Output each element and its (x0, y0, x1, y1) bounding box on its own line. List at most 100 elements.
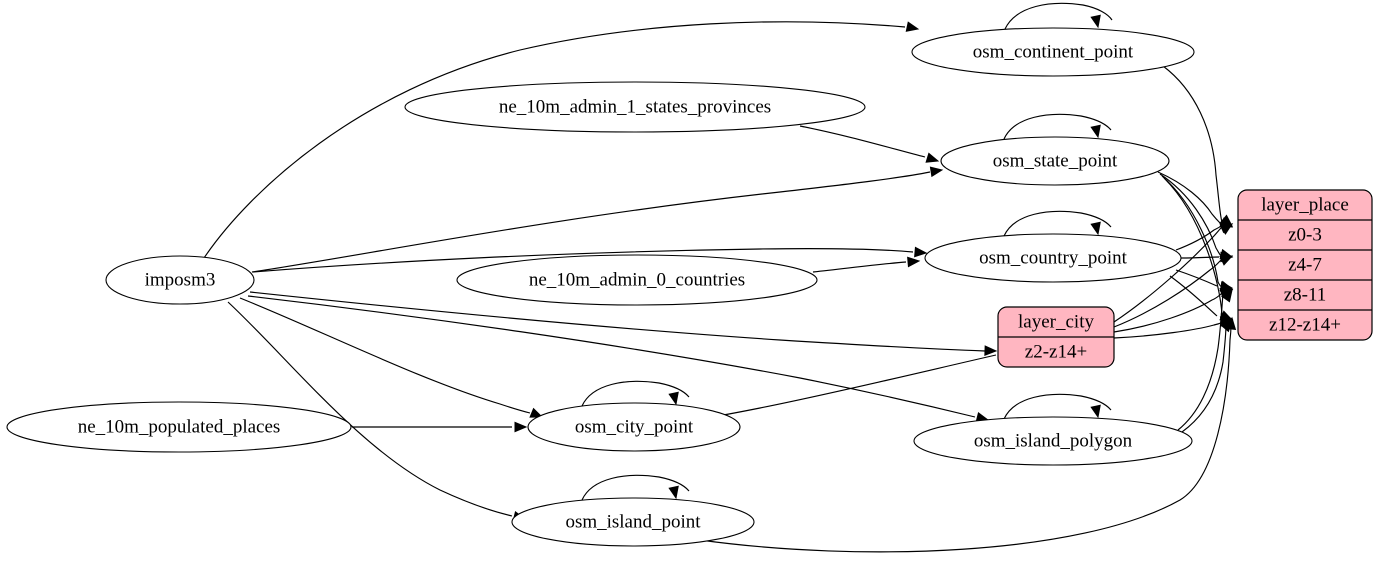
edge-path (1175, 269, 1218, 287)
arrowhead-icon (668, 485, 679, 500)
ellipse-nodes-group: imposm3 ne_10m_populated_places ne_10m_adm… (6, 27, 1195, 547)
edge-path (699, 323, 1232, 553)
record-row-layer_place-0[interactable] (1238, 190, 1372, 220)
record-background (1237, 189, 1373, 341)
node-osm_continent_point[interactable]: osm_continent_point (911, 27, 1195, 77)
edge-path (1113, 321, 1224, 339)
record-row-layer_city-1[interactable] (998, 337, 1114, 367)
edge-osm_state_point-to-layer_place_z8_11 (1161, 175, 1234, 292)
self-loop-osm_city_point (581, 380, 690, 407)
node-osm_island_polygon[interactable]: osm_island_polygon (913, 416, 1193, 466)
edge-osm_continent_point-to-layer_place_z0_3 (1162, 65, 1233, 227)
arrowhead-icon (1219, 255, 1234, 266)
arrowhead-icon (1225, 316, 1237, 330)
node-imposm3[interactable]: imposm3 (105, 255, 255, 305)
arrowhead-icon (1219, 223, 1234, 235)
node-shape[interactable] (456, 254, 818, 306)
edge-path (1113, 259, 1222, 328)
self-loop-path (581, 474, 690, 501)
edge-ne_10m_admin_0_countries-to-osm_country_point (812, 256, 921, 273)
edge-path (1113, 227, 1222, 323)
edge-path (1113, 292, 1223, 333)
edge-path (1159, 173, 1222, 257)
node-shape[interactable] (511, 497, 755, 547)
edge-path (1157, 171, 1222, 225)
edge-imposm3-to-osm_continent_point (203, 21, 920, 259)
edge-imposm3-to-osm_state_point (251, 166, 944, 273)
node-ne_10m_populated_places[interactable]: ne_10m_populated_places (6, 401, 352, 453)
edge-layer_city-to-layer_place_z0_3 (1113, 223, 1234, 323)
arrowhead-icon (1090, 124, 1101, 139)
edge-path (799, 125, 926, 158)
edges-group (203, 21, 1237, 553)
arrowhead-icon (668, 391, 679, 406)
edge-imposm3-to-layer_city (249, 291, 998, 356)
record-row-layer_place-1[interactable] (1238, 220, 1372, 250)
arrowhead-icon (1090, 404, 1101, 419)
edge-path (1180, 256, 1220, 259)
edge-path (812, 261, 907, 273)
self-loop-path (581, 380, 690, 407)
arrowhead-icon (1221, 288, 1233, 303)
edge-path (1181, 323, 1227, 433)
self-loop-osm_continent_point (1004, 2, 1113, 30)
self-loop-path (1003, 210, 1112, 237)
node-ne_10m_admin_0_countries[interactable]: ne_10m_admin_0_countries (456, 254, 818, 306)
arrowhead-icon (514, 421, 528, 433)
self-loop-osm_island_polygon (1003, 393, 1112, 420)
self-loop-osm_island_point (581, 474, 690, 501)
arrowhead-icon (905, 21, 920, 32)
edge-path (1169, 275, 1218, 317)
edge-path (227, 301, 513, 517)
record-row-layer_place-2[interactable] (1238, 250, 1372, 280)
node-osm_island_point[interactable]: osm_island_point (511, 497, 755, 547)
edge-ne_10m_admin_1_states_provinces-to-osm_state_point (799, 125, 940, 163)
node-shape[interactable] (527, 402, 741, 452)
self-loop-path (1004, 2, 1113, 30)
edge-imposm3-to-osm_country_point (252, 246, 928, 273)
arrowhead-icon (929, 166, 944, 178)
node-shape[interactable] (6, 401, 352, 453)
self-loops-group (581, 2, 1113, 501)
self-loop-osm_state_point (1003, 113, 1112, 140)
arrowhead-icon (925, 152, 940, 163)
self-loop-path (1003, 113, 1112, 140)
edge-osm_island_point-to-layer_place_z12_z14 (699, 316, 1237, 553)
node-shape[interactable] (940, 136, 1170, 186)
node-shape[interactable] (105, 255, 255, 305)
edge-osm_island_polygon-to-layer_place_z8_11 (1177, 288, 1233, 431)
node-shape[interactable] (924, 233, 1182, 283)
self-loop-osm_country_point (1003, 210, 1112, 237)
node-shape[interactable] (404, 81, 866, 133)
record-row-layer_place-4[interactable] (1238, 310, 1372, 340)
edge-path (1175, 225, 1222, 251)
record-row-layer_place-3[interactable] (1238, 280, 1372, 310)
edge-ne_10m_populated_places-to-osm_city_point (352, 421, 528, 433)
arrowhead-icon (1090, 14, 1101, 29)
node-shape[interactable] (913, 416, 1193, 466)
node-ne_10m_admin_1_states_provinces[interactable]: ne_10m_admin_1_states_provinces (404, 81, 866, 133)
arrowhead-icon (1090, 221, 1101, 236)
node-osm_city_point[interactable]: osm_city_point (527, 402, 741, 452)
node-shape[interactable] (911, 27, 1195, 77)
arrowhead-icon (914, 246, 928, 258)
node-osm_country_point[interactable]: osm_country_point (924, 233, 1182, 283)
arrowhead-icon (984, 345, 998, 356)
edge-path (1162, 65, 1223, 223)
edge-path (251, 171, 931, 273)
arrowhead-icon (907, 256, 921, 268)
record-row-layer_city-0[interactable] (998, 307, 1114, 337)
edge-layer_city-to-osm_city_point (697, 354, 997, 427)
edge-path (247, 295, 976, 418)
edge-path (203, 21, 906, 259)
node-osm_state_point[interactable]: osm_state_point (940, 136, 1170, 186)
edge-layer_city-to-layer_place_z4_7 (1113, 255, 1234, 328)
edge-path (711, 354, 997, 418)
edge-path (239, 297, 531, 414)
edge-path (252, 248, 914, 273)
edge-path (1177, 293, 1224, 431)
